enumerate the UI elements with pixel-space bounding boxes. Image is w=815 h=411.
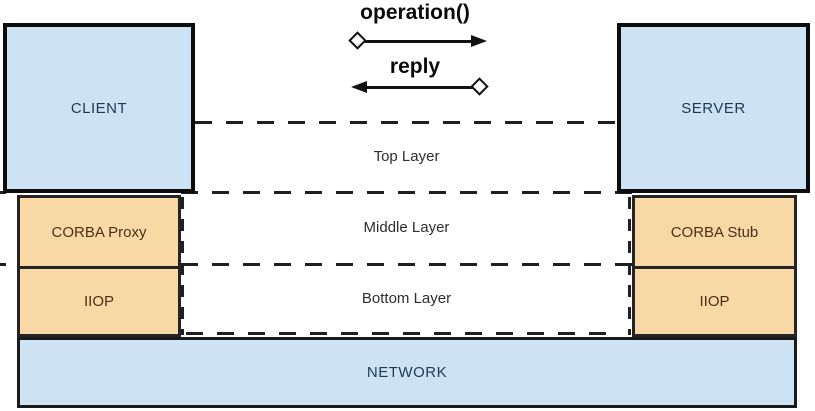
dashed-line-vertical-right xyxy=(628,197,631,335)
server-protocol-stack: CORBA Stub IIOP xyxy=(632,195,797,337)
corba-proxy-box: CORBA Proxy xyxy=(20,198,178,266)
client-protocol-stack: CORBA Proxy IIOP xyxy=(17,195,181,337)
operation-arrowhead-icon xyxy=(471,35,487,47)
corba-stub-label: CORBA Stub xyxy=(670,223,759,241)
reply-arrowhead-icon xyxy=(351,81,367,93)
network-box-label: NETWORK xyxy=(366,364,448,381)
operation-diamond-icon xyxy=(348,31,367,50)
dashed-line-bottom-boundary xyxy=(186,332,617,335)
dashed-line-vertical-left xyxy=(181,197,184,335)
client-box-label: CLIENT xyxy=(70,99,128,117)
dashed-line-top-middle-boundary xyxy=(181,191,632,194)
middle-layer-label: Middle Layer xyxy=(363,219,450,236)
corba-proxy-label: CORBA Proxy xyxy=(51,223,147,241)
iiop-right-label: IIOP xyxy=(699,293,730,310)
server-box: SERVER xyxy=(617,23,810,193)
bottom-layer-label: Bottom Layer xyxy=(361,290,452,307)
dashed-line-middle-bottom-boundary xyxy=(181,263,632,266)
reply-diamond-icon xyxy=(470,77,489,96)
iiop-left-box: IIOP xyxy=(20,266,178,334)
server-box-label: SERVER xyxy=(681,99,746,117)
iiop-left-label: IIOP xyxy=(83,293,114,310)
iiop-right-box: IIOP xyxy=(635,266,794,334)
dashed-line-left-edge-lower xyxy=(0,263,6,266)
dashed-line-top-boundary xyxy=(195,121,617,124)
client-box: CLIENT xyxy=(3,23,195,193)
top-layer-label: Top Layer xyxy=(373,148,440,165)
operation-label: operation() xyxy=(360,1,470,24)
corba-stub-box: CORBA Stub xyxy=(635,198,794,266)
network-box: NETWORK xyxy=(17,337,797,408)
reply-label: reply xyxy=(389,55,441,78)
reply-arrow-line xyxy=(365,86,475,89)
operation-arrow-line xyxy=(360,40,473,43)
